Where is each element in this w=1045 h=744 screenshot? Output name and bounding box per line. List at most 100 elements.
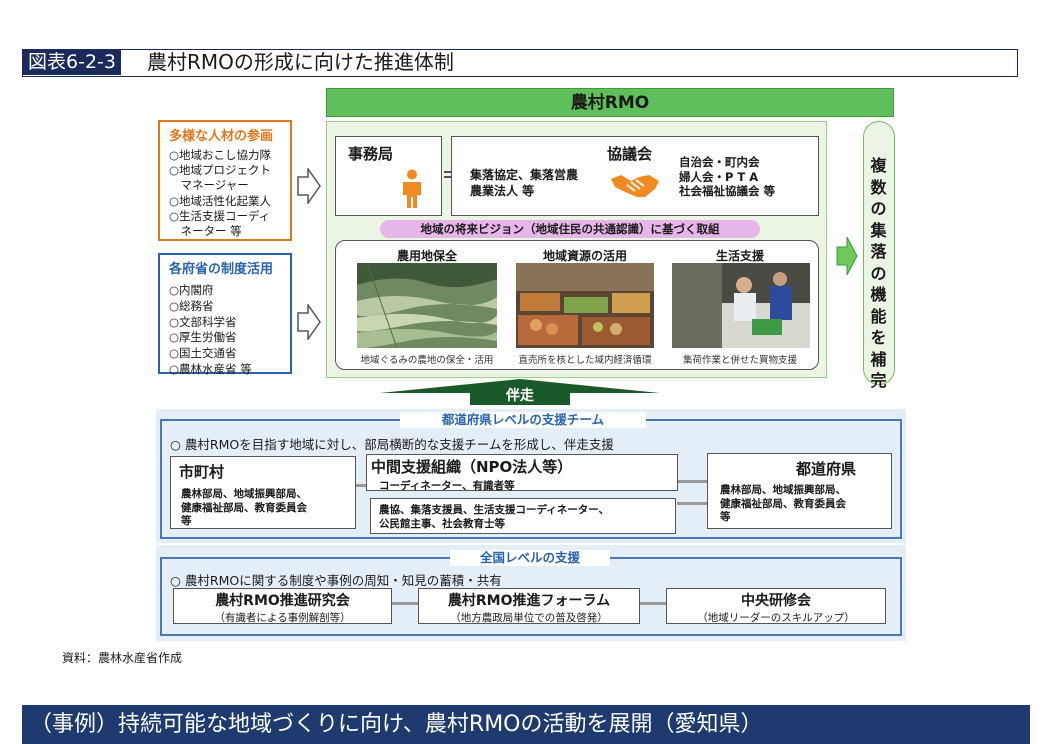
municipality-title: 市町村	[179, 463, 225, 481]
training-sub: （地域リーダーのスキルアップ）	[697, 612, 855, 624]
list-item: ○総務省	[169, 298, 214, 313]
vertical-char: を	[870, 328, 887, 347]
diverse-talent-box: 多様な人材の参画 ○地域おこし協力隊 ○地域プロジェクト マネージャー ○地域活…	[158, 120, 292, 241]
prefecture-title: 都道府県	[796, 460, 857, 478]
list-item: ○地域活性化起業人	[169, 193, 272, 208]
market-photo	[516, 263, 654, 348]
list-item: ○地域プロジェクト	[169, 163, 272, 178]
person-icon	[403, 169, 421, 208]
activity-caption: 直売所を核とした域内経済循環	[518, 355, 652, 366]
support-photo	[672, 263, 810, 348]
figure-title: 図表6-2-3 農村RMOの形成に向けた推進体制	[22, 49, 1018, 77]
list-item: 健康福祉部局、教育委員会	[181, 501, 307, 514]
intermediary-box: 中間支援組織（NPO法人等） コーディネーター、有識者等	[366, 454, 678, 492]
activity-heading: 生活支援	[715, 249, 764, 263]
list-item: 自治会・町内会	[679, 155, 760, 169]
list-item: ○文部科学省	[169, 314, 237, 329]
connector-line	[640, 602, 666, 605]
council-members-left: 集落協定、集落営農 農業法人 等	[470, 167, 578, 199]
list-item: 農協、集落支援員、生活支援コーディネーター、	[379, 504, 610, 516]
council-box: 協議会 集落協定、集落営農 農業法人 等 自治会・町内会 婦人会・P T A 社…	[451, 136, 819, 216]
figure-number: 図表6-2-3	[23, 50, 121, 75]
list-item: ○地域おこし協力隊	[169, 148, 272, 162]
vision-pill: 地域の将来ビジョン（地域住民の共通認識）に基づく取組	[380, 220, 760, 238]
list-item: ○厚生労働省	[169, 330, 237, 345]
training-box: 中央研修会 （地域リーダーのスキルアップ）	[666, 588, 886, 624]
research-group-box: 農村RMO推進研究会 （有識者による事例解剖等）	[173, 588, 392, 624]
prefecture-frame	[160, 420, 902, 539]
connector-line	[356, 484, 368, 487]
activity-heading: 農用地保全	[396, 249, 457, 263]
national-frame	[160, 558, 902, 636]
list-item: ○内閣府	[169, 283, 214, 297]
partners-text: 農協、集落支援員、生活支援コーディネーター、 公民館主事、社会教育士等	[379, 503, 675, 531]
case-banner: （事例）持続可能な地域づくりに向け、農村RMOの活動を展開（愛知県）	[22, 705, 1030, 744]
vertical-char: の	[870, 199, 887, 218]
intermediary-title: 中間支援組織（NPO法人等）	[371, 458, 573, 476]
equal-line	[444, 171, 451, 173]
secretariat-box: 事務局	[335, 136, 442, 216]
vertical-char: 数	[870, 177, 887, 197]
list-item: 集落協定、集落営農	[470, 168, 579, 182]
right-outline-arrow-icon	[297, 168, 321, 204]
partners-box: 農協、集落支援員、生活支援コーディネーター、 公民館主事、社会教育士等	[370, 498, 676, 534]
vertical-char: 複	[870, 156, 887, 175]
list-item: 等	[720, 511, 731, 523]
council-members-right: 自治会・町内会 婦人会・P T A 社会福祉協議会 等	[679, 155, 775, 199]
national-pill: 全国レベルの支援	[450, 550, 610, 566]
handshake-icon	[611, 175, 659, 197]
vision-text: 地域の将来ビジョン（地域住民の共通認識）に基づく取組	[420, 222, 720, 236]
list-item: 婦人会・P T A	[679, 169, 759, 184]
up-arrow-icon	[380, 379, 660, 405]
activity-heading: 地域資源の活用	[542, 249, 627, 263]
intermediary-sub: コーディネーター、有識者等	[379, 480, 515, 492]
research-group-sub: （有識者による事例解剖等）	[214, 612, 351, 624]
prefecture-desc: ○ 農村RMOを目指す地域に対し、部局横断的な支援チームを形成し、伴走支援	[170, 437, 614, 452]
ministry-heading: 各府省の制度活用	[169, 262, 274, 277]
right-outline-arrow-icon	[297, 304, 321, 340]
equal-line	[444, 176, 451, 178]
complement-text: 複数の集落の機能を補完	[864, 155, 893, 392]
activity-caption: 地域ぐるみの農地の保全・活用	[360, 355, 494, 366]
list-item: 農林部局、地域振興部局、	[181, 488, 307, 500]
list-item: ○国土交通省	[169, 346, 237, 361]
forum-box: 農村RMO推進フォーラム （地方農政局単位での普及啓発）	[418, 588, 640, 624]
source-note: 資料：農林水産省作成	[62, 651, 183, 665]
list-item: ネーター 等	[169, 224, 242, 239]
farmland-photo	[357, 263, 497, 348]
council-label: 協議会	[607, 145, 653, 163]
list-item: 農林部局、地域振興部局、	[720, 484, 846, 496]
list-item: 農業法人 等	[470, 184, 535, 198]
connector-line	[677, 480, 707, 483]
forum-sub: （地方農政局単位での普及啓発）	[450, 612, 608, 624]
list-item: 社会福祉協議会 等	[679, 184, 776, 198]
ministry-box: 各府省の制度活用 ○内閣府 ○総務省 ○文部科学省 ○厚生労働省 ○国土交通省 …	[158, 253, 292, 376]
prefecture-depts: 農林部局、地域振興部局、 健康福祉部局、教育委員会 等	[720, 484, 891, 525]
vertical-char: 集	[870, 220, 887, 240]
prefecture-box: 都道府県 農林部局、地域振興部局、 健康福祉部局、教育委員会 等	[707, 453, 892, 529]
vertical-char: 機	[870, 285, 887, 304]
vertical-char: 能	[870, 306, 887, 326]
activity-caption: 集荷作業と併せた買物支援	[682, 355, 797, 366]
figure-title-text: 農村RMOの形成に向けた推進体制	[147, 50, 454, 74]
connector-line	[392, 602, 418, 605]
right-green-arrow-icon	[836, 236, 858, 276]
list-item: マネージャー	[169, 178, 249, 193]
research-group-title: 農村RMO推進研究会	[215, 593, 350, 609]
banso-label-wrap: 伴走	[380, 384, 660, 404]
prefecture-pill: 都道府県レベルの支援チーム	[400, 412, 646, 428]
list-item: 等	[181, 515, 192, 527]
forum-title: 農村RMO推進フォーラム	[447, 593, 611, 609]
training-title: 中央研修会	[741, 593, 811, 609]
national-desc: ○ 農村RMOに関する制度や事例の周知・知見の蓄積・共有	[170, 573, 502, 588]
diverse-talent-list: ○地域おこし協力隊 ○地域プロジェクト マネージャー ○地域活性化起業人 ○生活…	[169, 148, 290, 239]
banso-label: 伴走	[506, 388, 534, 404]
vertical-char: 落	[870, 242, 887, 261]
vertical-char: 補	[870, 349, 887, 369]
municipality-depts: 農林部局、地域振興部局、 健康福祉部局、教育委員会 等	[181, 488, 355, 529]
complement-box: 複数の集落の機能を補完	[863, 121, 895, 390]
list-item: 健康福祉部局、教育委員会	[720, 497, 846, 510]
list-item: ○農林水産省 等	[169, 361, 252, 376]
vertical-char: の	[870, 263, 887, 283]
diverse-talent-heading: 多様な人材の参画	[169, 129, 274, 144]
